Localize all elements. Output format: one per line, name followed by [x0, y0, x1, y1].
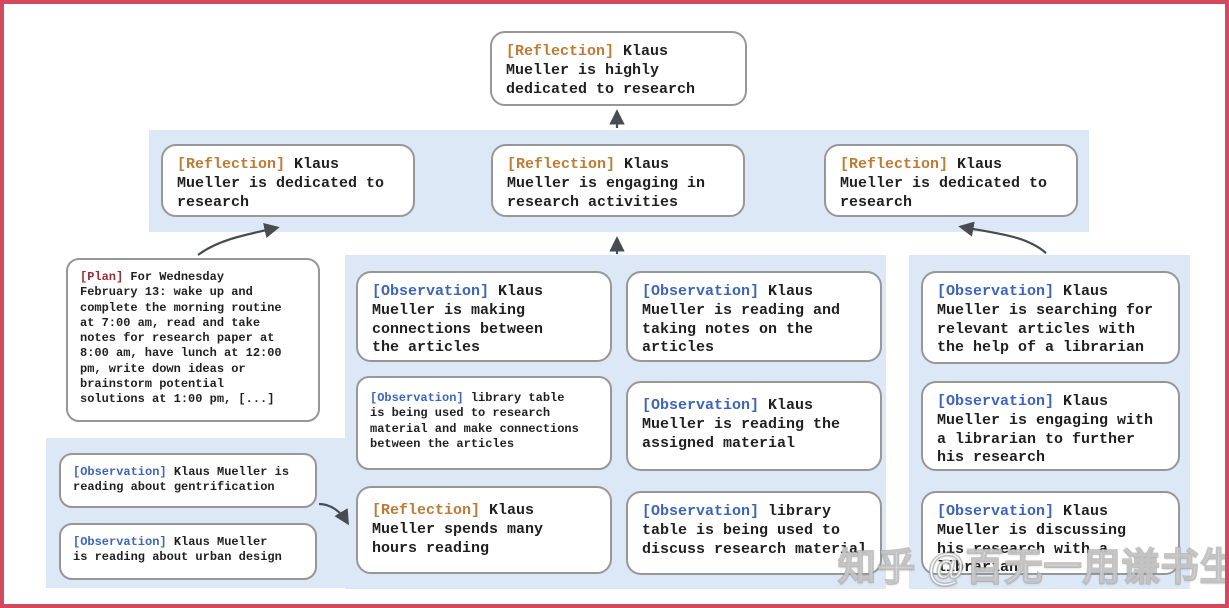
node-text: Klaus Mueller is reading and taking note…: [642, 283, 841, 357]
node-text: library table is being used to research …: [370, 391, 579, 451]
observation-tag: [Observation]: [370, 391, 464, 405]
observation-tag: [Observation]: [372, 283, 490, 300]
node-text: Klaus Mueller is highly dedicated to res…: [506, 43, 696, 98]
node-text: For Wednesday February 13: wake up and c…: [80, 270, 282, 407]
node-plan: [Plan] For Wednesday February 13: wake u…: [66, 258, 320, 422]
node-reflection-middle: [Reflection] Klaus Mueller is engaging i…: [491, 144, 745, 217]
node-obs-gentrification: [Observation] Klaus Mueller is reading a…: [59, 453, 317, 508]
observation-tag: [Observation]: [642, 503, 760, 520]
node-text: Klaus Mueller is reading about gentrific…: [73, 465, 290, 495]
node-text: Klaus Mueller is engaging in research ac…: [507, 156, 706, 211]
observation-tag: [Observation]: [73, 465, 167, 479]
node-text: Klaus Mueller is dedicated to research: [177, 156, 385, 211]
node-text: Klaus Mueller is searching for relevant …: [937, 283, 1154, 357]
observation-tag: [Observation]: [937, 283, 1055, 300]
node-text: Klaus Mueller spends many hours reading: [372, 502, 544, 557]
node-reflection-hours-reading: [Reflection] Klaus Mueller spends many h…: [356, 486, 612, 574]
node-obs-assigned-material: [Observation] Klaus Mueller is reading t…: [626, 381, 882, 471]
reflection-tag: [Reflection]: [372, 502, 481, 519]
node-reflection-right: [Reflection] Klaus Mueller is dedicated …: [824, 144, 1078, 217]
node-text: Klaus Mueller is discussing his research…: [937, 503, 1127, 577]
reflection-tag: [Reflection]: [177, 156, 286, 173]
reflection-tag: [Reflection]: [507, 156, 616, 173]
node-obs-urban-design: [Observation] Klaus Mueller is reading a…: [59, 523, 317, 580]
node-obs-taking-notes: [Observation] Klaus Mueller is reading a…: [626, 271, 882, 362]
node-text: library table is being used to discuss r…: [642, 503, 868, 558]
arrow-plan-to-left-reflection: [197, 222, 280, 256]
observation-tag: [Observation]: [937, 503, 1055, 520]
observation-tag: [Observation]: [73, 535, 167, 549]
node-text: Klaus Mueller is reading about urban des…: [73, 535, 282, 565]
node-obs-searching-articles: [Observation] Klaus Mueller is searching…: [921, 271, 1180, 364]
node-root-reflection: [Reflection] Klaus Mueller is highly ded…: [490, 31, 747, 106]
reflection-tag: [Reflection]: [840, 156, 949, 173]
node-text: Klaus Mueller is engaging with a librari…: [937, 393, 1154, 467]
plan-tag: [Plan]: [80, 270, 124, 284]
zhihu-watermark: 知乎 @百无一用谦书生: [837, 546, 1229, 590]
observation-tag: [Observation]: [642, 283, 760, 300]
node-obs-library-table-research: [Observation] library table is being use…: [356, 376, 612, 470]
node-reflection-left: [Reflection] Klaus Mueller is dedicated …: [161, 144, 415, 217]
observation-tag: [Observation]: [642, 397, 760, 414]
node-text: Klaus Mueller is dedicated to research: [840, 156, 1048, 211]
observation-tag: [Observation]: [937, 393, 1055, 410]
node-obs-making-connections: [Observation] Klaus Mueller is making co…: [356, 271, 612, 362]
reflection-tag: [Reflection]: [506, 43, 615, 60]
node-obs-engaging-librarian: [Observation] Klaus Mueller is engaging …: [921, 381, 1180, 471]
node-obs-discussing-librarian: [Observation] Klaus Mueller is discussin…: [921, 491, 1180, 577]
node-text: Klaus Mueller is reading the assigned ma…: [642, 397, 841, 452]
node-text: Klaus Mueller is making connections betw…: [372, 283, 544, 357]
node-obs-library-table-discuss: [Observation] library table is being use…: [626, 491, 882, 575]
